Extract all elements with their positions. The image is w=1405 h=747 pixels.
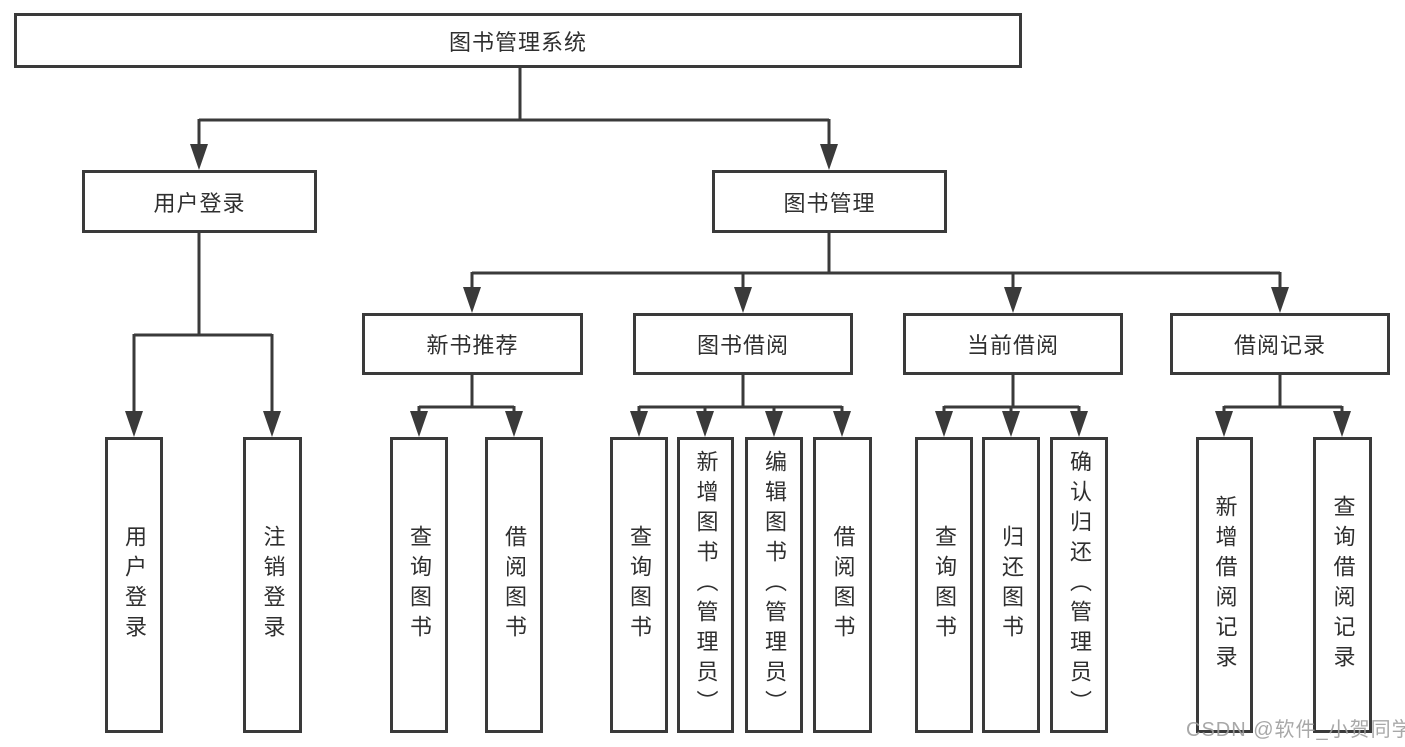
node-leaf-bb-borrow-books-label: 借阅图书 [830, 525, 856, 645]
node-book-borrow: 图书借阅 [633, 313, 853, 375]
node-user-login-label: 用户登录 [153, 190, 246, 216]
node-leaf-nbr-borrow-books: 借阅图书 [485, 437, 543, 733]
node-leaf-cb-query-books-label: 查询图书 [932, 525, 957, 645]
node-leaf-cb-confirm-return-admin-label: 确认归还（管理员） [1067, 450, 1092, 720]
node-leaf-bb-query-books: 查询图书 [610, 437, 668, 733]
node-new-book-recommend: 新书推荐 [362, 313, 583, 375]
node-leaf-user-login: 用户登录 [105, 437, 163, 733]
node-leaf-nbr-borrow-books-label: 借阅图书 [502, 525, 527, 645]
node-leaf-bb-add-books-admin: 新增图书（管理员） [677, 437, 734, 733]
node-leaf-cb-return-books: 归还图书 [982, 437, 1040, 733]
node-new-book-recommend-label: 新书推荐 [426, 333, 519, 358]
node-leaf-br-query-record-label: 查询借阅记录 [1330, 495, 1356, 675]
node-leaf-cb-confirm-return-admin: 确认归还（管理员） [1050, 437, 1108, 733]
node-leaf-cb-query-books: 查询图书 [915, 437, 973, 733]
node-leaf-br-query-record: 查询借阅记录 [1313, 437, 1372, 733]
node-root: 图书管理系统 [14, 13, 1022, 68]
node-leaf-bb-borrow-books: 借阅图书 [813, 437, 872, 733]
node-leaf-logout-label: 注销登录 [260, 525, 286, 645]
node-leaf-bb-edit-books-admin: 编辑图书（管理员） [745, 437, 803, 733]
node-current-borrow-label: 当前借阅 [966, 333, 1059, 358]
node-leaf-logout: 注销登录 [243, 437, 302, 733]
connector-lines [132, 68, 1344, 414]
node-borrow-records-label: 借阅记录 [1233, 333, 1326, 358]
node-leaf-nbr-query-books: 查询图书 [390, 437, 448, 733]
node-leaf-br-add-record: 新增借阅记录 [1196, 437, 1253, 733]
node-leaf-bb-add-books-admin-label: 新增图书（管理员） [693, 450, 719, 720]
node-borrow-records: 借阅记录 [1170, 313, 1390, 375]
node-current-borrow: 当前借阅 [903, 313, 1123, 375]
node-user-login: 用户登录 [82, 170, 317, 233]
node-book-borrow-label: 图书借阅 [696, 333, 789, 358]
node-book-management: 图书管理 [712, 170, 947, 233]
node-leaf-user-login-label: 用户登录 [122, 525, 147, 645]
node-leaf-bb-query-books-label: 查询图书 [627, 525, 652, 645]
node-leaf-nbr-query-books-label: 查询图书 [407, 525, 432, 645]
node-leaf-bb-edit-books-admin-label: 编辑图书（管理员） [762, 450, 787, 720]
csdn-watermark: CSDN @软件_小贺同学 [1186, 719, 1405, 741]
connector-arrowheads [125, 144, 1351, 437]
node-leaf-br-add-record-label: 新增借阅记录 [1212, 495, 1238, 675]
node-root-label: 图书管理系统 [448, 29, 587, 55]
node-leaf-cb-return-books-label: 归还图书 [999, 525, 1024, 645]
node-book-management-label: 图书管理 [783, 190, 876, 216]
